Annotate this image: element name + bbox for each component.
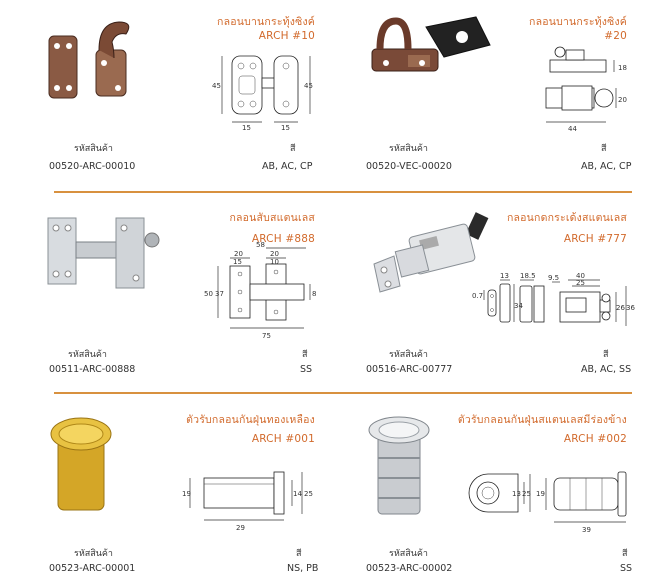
technical-drawing-arch-002: 13 25 19 39 (468, 471, 627, 534)
dim-label: 34 (514, 302, 523, 310)
dim-label: 25 (304, 490, 313, 498)
technical-drawing-arch-10: 45 45 15 15 (212, 55, 313, 132)
product-code: 00511-ARC-00888 (49, 364, 136, 375)
dim-label: 20 (618, 96, 627, 104)
dim-label: 19 (536, 490, 545, 498)
product-model: ARCH #001 (251, 433, 315, 445)
product-model: ARCH #002 (563, 433, 627, 445)
code-label: รหัสสินค้า (68, 350, 107, 360)
dim-label: 36 (626, 304, 635, 312)
dim-label: 50 (204, 290, 213, 298)
dim-label: 25 (576, 279, 585, 287)
product-name: กลอนสับสแตนเลส (229, 212, 315, 224)
dim-label: 18.5 (520, 272, 536, 280)
product-name: กลอนบานกระทุ้งซิงค์ (217, 16, 315, 28)
section-divider (54, 392, 632, 394)
color-label: สี (296, 549, 302, 559)
dim-label: 26 (616, 304, 625, 312)
product-model: ARCH #10 (258, 30, 315, 42)
dim-label: 45 (304, 82, 313, 90)
product-name: กลอนกดกระเด้งสแตนเลส (506, 212, 627, 224)
color-label: สี (302, 350, 308, 360)
product-card-arch-002: ตัวรับกลอนกันฝุ่นสแตนเลสมีร่องข้าง ARCH … (332, 396, 664, 586)
product-colors: NS, PB (287, 563, 319, 574)
dim-label: 15 (233, 258, 242, 266)
product-code: 00516-ARC-00777 (366, 364, 453, 375)
dim-label: 15 (281, 124, 290, 132)
product-name: ตัวรับกลอนกันฝุ่นทองเหลือง (186, 414, 315, 426)
dim-label: 13 (512, 490, 521, 498)
product-card-arch-001: ตัวรับกลอนกันฝุ่นทองเหลือง ARCH #001 19 … (0, 396, 332, 586)
dim-label: 75 (262, 332, 271, 340)
product-code: 00520-ARC-00010 (49, 161, 136, 172)
product-colors: AB, AC, SS (581, 364, 632, 375)
dim-label: 20 (234, 250, 243, 258)
product-card-arch-888: กลอนสับสแตนเลส ARCH #888 58 20 20 15 10 … (0, 196, 332, 386)
color-label: สี (622, 549, 628, 559)
dim-label: 37 (215, 290, 224, 298)
dim-label: 44 (568, 125, 577, 133)
dim-label: 14 (293, 490, 302, 498)
dim-label: 10 (270, 258, 279, 266)
product-colors: SS (300, 364, 313, 375)
product-model: ARCH #777 (563, 233, 627, 245)
product-name: ตัวรับกลอนกันฝุ่นสแตนเลสมีร่องข้าง (457, 414, 627, 426)
product-code: 00523-ARC-00002 (366, 563, 453, 574)
product-colors: AB, AC, CP (262, 161, 313, 172)
dim-label: 18 (618, 64, 627, 72)
dim-label: 25 (522, 490, 531, 498)
technical-drawing-arch-888: 58 20 20 15 10 50 37 8 75 (204, 241, 316, 340)
product-photo-arch-888 (47, 217, 160, 289)
color-label: สี (603, 350, 609, 360)
technical-drawing-arch-20: 18 20 44 (545, 46, 627, 133)
dim-label: 8 (312, 290, 316, 298)
dim-label: 58 (256, 241, 265, 249)
product-photo-arch-777 (373, 212, 489, 293)
code-label: รหัสสินค้า (389, 549, 428, 559)
dim-label: 39 (582, 526, 591, 534)
technical-drawing-arch-001: 19 14 25 29 (182, 471, 313, 532)
product-card-arch-20: กลอนบานกระทุ้งซิงค์ #20 18 20 44 รหัสสิน… (332, 0, 664, 190)
dim-label: 9.5 (548, 274, 559, 282)
code-label: รหัสสินค้า (74, 549, 113, 559)
dim-label: 19 (182, 490, 191, 498)
color-label: สี (290, 144, 296, 154)
product-card-arch-777: กลอนกดกระเด้งสแตนเลส ARCH #777 13 0.7 34… (332, 196, 664, 386)
code-label: รหัสสินค้า (74, 144, 113, 154)
product-code: 00520-VEC-00020 (366, 161, 452, 172)
dim-label: 29 (236, 524, 245, 532)
color-label: สี (601, 144, 607, 154)
dim-label: 45 (212, 82, 221, 90)
product-colors: AB, AC, CP (581, 161, 632, 172)
dim-label: 20 (270, 250, 279, 258)
technical-drawing-arch-777: 13 0.7 34 18.5 9.5 40 25 26 36 (472, 272, 635, 326)
product-photo-arch-002 (368, 416, 430, 515)
code-label: รหัสสินค้า (389, 350, 428, 360)
dim-label: 0.7 (472, 292, 483, 300)
code-label: รหัสสินค้า (389, 144, 428, 154)
dim-label: 40 (576, 272, 585, 280)
dim-label: 15 (242, 124, 251, 132)
product-photo-arch-001 (50, 417, 112, 511)
product-card-arch-10: กลอนบานกระทุ้งซิงค์ ARCH #10 45 45 15 15… (0, 0, 332, 190)
dim-label: 13 (500, 272, 509, 280)
product-colors: SS (620, 563, 633, 574)
product-name: กลอนบานกระทุ้งซิงค์ (529, 16, 627, 28)
product-model: #20 (604, 30, 627, 42)
product-model: ARCH #888 (251, 233, 315, 245)
product-photo-arch-10 (48, 21, 130, 99)
section-divider (54, 191, 632, 193)
product-photo-arch-20 (371, 16, 491, 72)
product-code: 00523-ARC-00001 (49, 563, 136, 574)
